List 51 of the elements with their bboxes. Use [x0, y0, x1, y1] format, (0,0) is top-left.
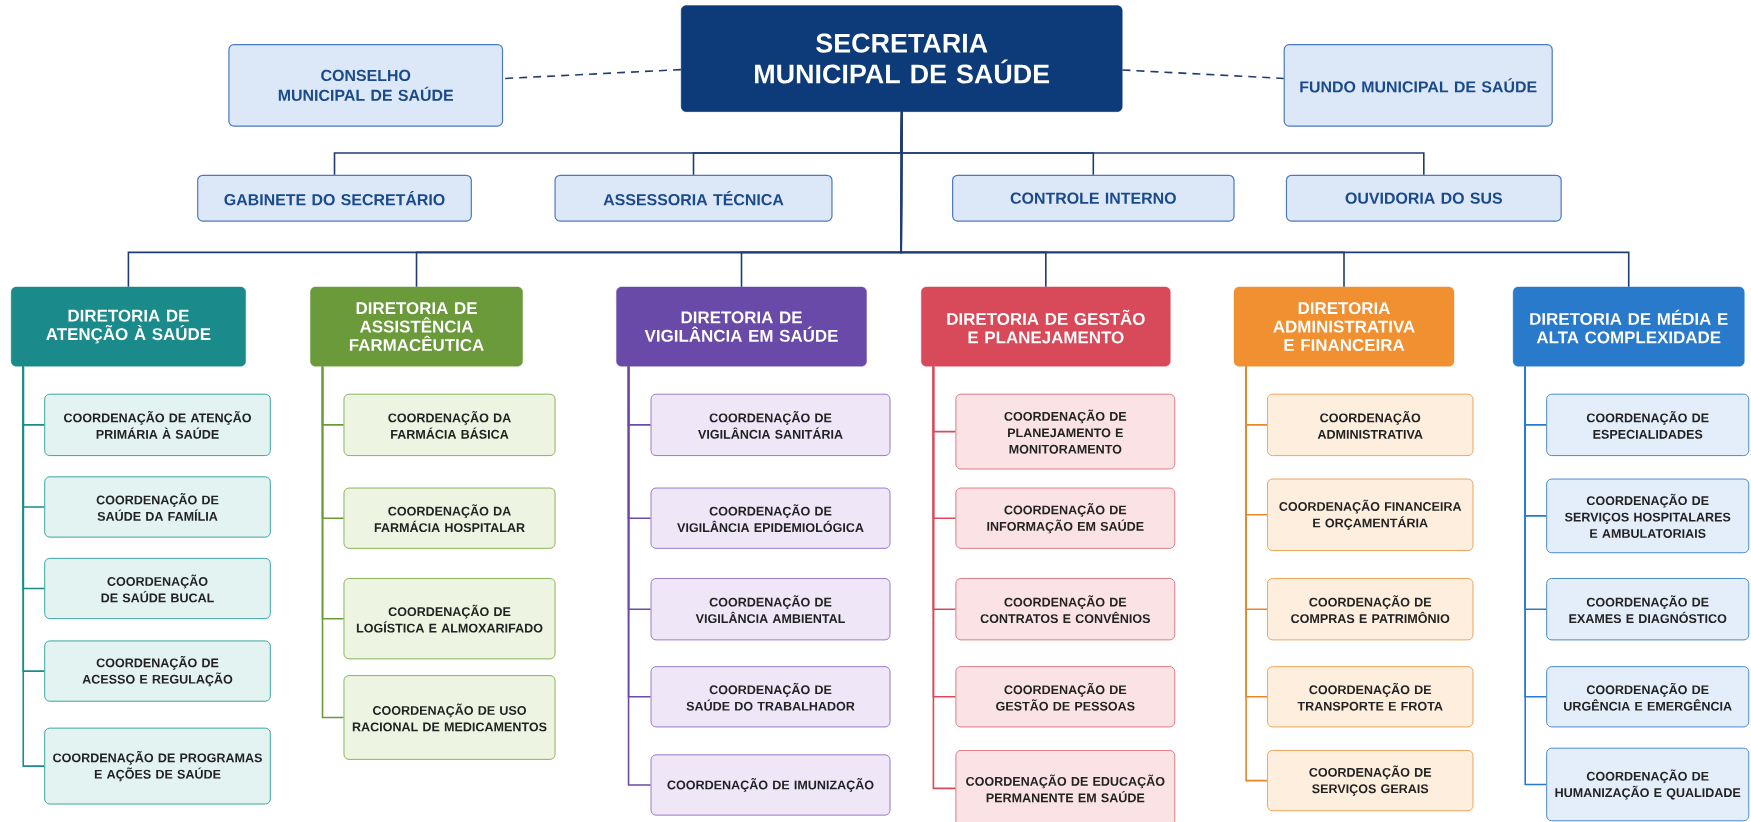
coordination-box: COORDENAÇÃO DE SERVIÇOS HOSPITALARES E AMBULATORIAIS — [1546, 478, 1750, 554]
unit-box: OUVIDORIA DO SUS — [1285, 174, 1562, 222]
coordination-box: COORDENAÇÃO DE GESTÃO DE PESSOAS — [955, 666, 1176, 728]
unit-box: CONTROLE INTERNO — [952, 174, 1235, 222]
coordination-box: COORDENAÇÃO FINANCEIRA E ORÇAMENTÁRIA — [1266, 478, 1474, 552]
connector-line — [900, 111, 1630, 288]
connector-line — [22, 365, 45, 767]
coordination-box: COORDENAÇÃO DE URGÊNCIA E EMERGÊNCIA — [1546, 666, 1750, 728]
coordination-box: COORDENAÇÃO DE ATENÇÃO PRIMÁRIA À SAÚDE — [44, 393, 271, 457]
coordination-box: COORDENAÇÃO DE TRANSPORTE E FROTA — [1266, 666, 1474, 728]
coordination-box: COORDENAÇÃO DE VIGILÂNCIA SANITÁRIA — [650, 393, 891, 457]
coordination-box: COORDENAÇÃO DE COMPRAS E PATRIMÔNIO — [1266, 578, 1474, 641]
connector-line — [502, 68, 682, 80]
connector-line — [321, 365, 345, 719]
coordination-box: COORDENAÇÃO DE USO RACIONAL DE MEDICAMENTOS — [343, 675, 556, 760]
connector-line — [1245, 365, 1268, 782]
coordination-box: COORDENAÇÃO DE EDUCAÇÃO PERMANENTE EM SAÚDE — [955, 749, 1176, 822]
coordination-box: COORDENAÇÃO DE ACESSO E REGULAÇÃO — [44, 640, 271, 702]
unit-box: FUNDO MUNICIPAL DE SAÚDE — [1283, 44, 1553, 127]
coordination-box: COORDENAÇÃO DE ESPECIALIDADES — [1546, 393, 1750, 457]
connector-line — [932, 365, 957, 790]
coordination-box: COORDENAÇÃO DE VIGILÂNCIA EPIDEMIOLÓGICA — [650, 487, 891, 549]
connector-line — [1121, 69, 1285, 80]
unit-box: ASSESSORIA TÉCNICA — [554, 174, 833, 222]
directorate-box: DIRETORIA DE ASSISTÊNCIA FARMACÊUTICA — [310, 286, 523, 367]
coordination-box: COORDENAÇÃO DE CONTRATOS E CONVÊNIOS — [955, 578, 1176, 641]
title-box: SECRETARIA MUNICIPAL DE SAÚDE — [680, 5, 1123, 112]
coordination-box: COORDENAÇÃO DE PLANEJAMENTO E MONITORAMENTO — [955, 393, 1176, 470]
directorate-box: DIRETORIA DE GESTÃO E PLANEJAMENTO — [921, 286, 1171, 367]
coordination-box: COORDENAÇÃO DE LOGÍSTICA E ALMOXARIFADO — [343, 578, 556, 660]
unit-box: CONSELHO MUNICIPAL DE SAÚDE — [228, 44, 504, 127]
coordination-box: COORDENAÇÃO DE PROGRAMAS E AÇÕES DE SAÚDE — [44, 727, 271, 805]
coordination-box: COORDENAÇÃO DE SAÚDE DA FAMÍLIA — [44, 476, 271, 538]
directorate-box: DIRETORIA DE ATENÇÃO À SAÚDE — [10, 286, 246, 367]
directorate-box: DIRETORIA DE VIGILÂNCIA EM SAÚDE — [616, 286, 867, 367]
coordination-box: COORDENAÇÃO DA FARMÁCIA HOSPITALAR — [343, 487, 556, 549]
coordination-box: COORDENAÇÃO DE SAÚDE BUCAL — [44, 557, 271, 620]
coordination-box: COORDENAÇÃO DE IMUNIZAÇÃO — [650, 754, 891, 816]
unit-box: GABINETE DO SECRETÁRIO — [197, 174, 472, 222]
coordination-box: COORDENAÇÃO DE SAÚDE DO TRABALHADOR — [650, 666, 891, 728]
connector-line — [1524, 365, 1547, 786]
coordination-box: COORDENAÇÃO ADMINISTRATIVA — [1266, 393, 1474, 457]
coordination-box: COORDENAÇÃO DA FARMÁCIA BÁSICA — [343, 393, 556, 457]
directorate-box: DIRETORIA ADMINISTRATIVA E FINANCEIRA — [1233, 286, 1455, 367]
directorate-box: DIRETORIA DE MÉDIA E ALTA COMPLEXIDADE — [1512, 286, 1745, 367]
coordination-box: COORDENAÇÃO DE INFORMAÇÃO EM SAÚDE — [955, 487, 1176, 549]
coordination-box: COORDENAÇÃO DE HUMANIZAÇÃO E QUALIDADE — [1546, 747, 1750, 822]
connector-line — [627, 365, 652, 786]
coordination-box: COORDENAÇÃO DE EXAMES E DIAGNÓSTICO — [1546, 578, 1750, 641]
coordination-box: COORDENAÇÃO DE SERVIÇOS GERAIS — [1266, 749, 1474, 812]
coordination-box: COORDENAÇÃO DE VIGILÂNCIA AMBIENTAL — [650, 578, 891, 641]
